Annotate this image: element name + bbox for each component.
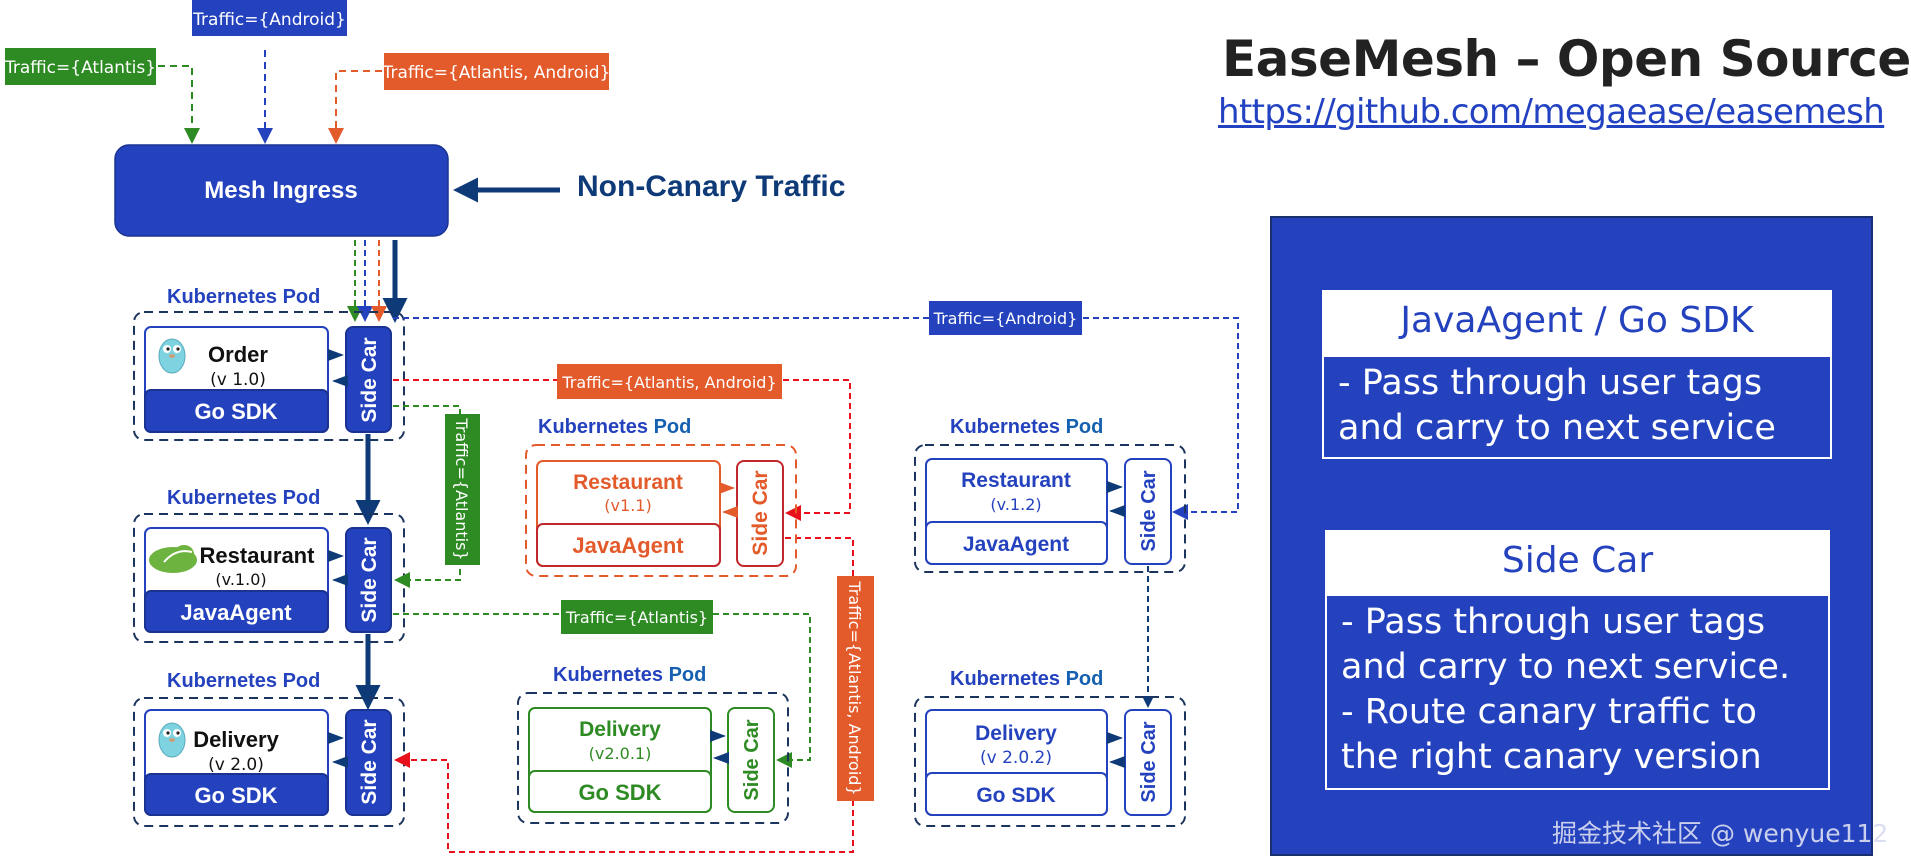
- service-name: Order: [208, 342, 268, 367]
- non-canary-label: Non-Canary Traffic: [577, 170, 845, 203]
- traffic-tag-mid-atlantis-android: Traffic={Atlantis, Android}: [557, 364, 782, 399]
- flow-atlantis-android-to-ingress: [328, 70, 382, 144]
- traffic-tag-mid-android: Traffic={Android}: [929, 301, 1082, 335]
- sidecar-label: Side Car: [749, 470, 772, 555]
- service-name: Delivery: [975, 722, 1057, 745]
- service-agent: JavaAgent: [180, 600, 292, 625]
- page-title: EaseMesh – Open Source: [1222, 30, 1911, 88]
- sidecar-label: Side Car: [1138, 470, 1160, 551]
- sidecar-label: Side Car: [741, 719, 763, 800]
- sidecar-label: Side Car: [358, 719, 381, 804]
- traffic-tag-label: Traffic={Atlantis}: [4, 58, 156, 78]
- card-line: - Pass through user tags: [1338, 363, 1763, 403]
- traffic-tag-label: Traffic={Atlantis, Android}: [561, 373, 776, 392]
- sidecar-label: Side Car: [358, 537, 381, 622]
- traffic-tag-vertical-atlantis: Traffic={Atlantis}: [445, 414, 480, 565]
- service-agent: Go SDK: [194, 783, 277, 808]
- pod-restaurant: Kubernetes Pod Restaurant (v.1.0) JavaAg…: [133, 487, 405, 643]
- service-version: (v.1.0): [215, 570, 266, 589]
- pod-delivery-v201: Kubernetes Pod Delivery (v2.0.1) Go SDK …: [517, 664, 789, 824]
- pod-label: Kubernetes Pod: [167, 670, 320, 692]
- service-name: Restaurant: [961, 469, 1071, 492]
- pod-label: Kubernetes Pod: [950, 668, 1103, 690]
- service-name: Restaurant: [200, 543, 316, 568]
- service-agent: Go SDK: [976, 784, 1055, 807]
- gopher-icon: [158, 338, 186, 374]
- service-name: Restaurant: [573, 471, 683, 494]
- service-version: (v 2.0.2): [980, 748, 1052, 768]
- card-body-javaagent-gosdk: - Pass through user tags and carry to ne…: [1322, 355, 1832, 459]
- traffic-tag-top-android: Traffic={Android}: [192, 0, 347, 36]
- card-line: - Pass through user tags: [1341, 602, 1766, 642]
- traffic-tag-mid-atlantis: Traffic={Atlantis}: [561, 600, 713, 634]
- service-name: Delivery: [579, 718, 661, 741]
- traffic-tag-label: Traffic={Android}: [933, 309, 1078, 328]
- service-name: Delivery: [193, 727, 279, 752]
- card-title-sidecar: Side Car: [1325, 530, 1830, 594]
- flow-android-to-restaurant-v12: [393, 317, 1239, 520]
- card-line: the right canary version: [1341, 737, 1762, 777]
- pod-label: Kubernetes Pod: [950, 416, 1103, 438]
- traffic-tag-top-atlantis-android: Traffic={Atlantis, Android}: [382, 53, 611, 90]
- service-version: (v.1.2): [990, 495, 1041, 514]
- service-agent: JavaAgent: [572, 533, 684, 558]
- traffic-tag-top-atlantis: Traffic={Atlantis}: [4, 48, 156, 85]
- explanation-panel: JavaAgent / Go SDK - Pass through user t…: [1270, 216, 1888, 856]
- service-agent: JavaAgent: [963, 533, 1069, 556]
- service-version: (v 1.0): [210, 370, 266, 390]
- traffic-tag-label: Traffic={Atlantis, Android}: [845, 580, 864, 795]
- pod-label: Kubernetes Pod: [167, 487, 320, 509]
- pod-delivery-v202: Kubernetes Pod Delivery (v 2.0.2) Go SDK…: [914, 668, 1186, 827]
- flow-atlantis-android-to-delivery-v20: [394, 537, 854, 853]
- repo-link[interactable]: https://github.com/megaease/easemesh: [1218, 92, 1885, 132]
- service-version: (v2.0.1): [589, 744, 652, 763]
- gopher-icon: [158, 722, 186, 758]
- card-title-javaagent-gosdk: JavaAgent / Go SDK: [1322, 290, 1832, 355]
- pod-delivery: Kubernetes Pod Delivery (v 2.0) Go SDK S…: [133, 670, 405, 827]
- traffic-tag-vertical-atlantis-android: Traffic={Atlantis, Android}: [837, 576, 874, 801]
- sidecar-label: Side Car: [358, 337, 381, 422]
- card-body-sidecar: - Pass through user tags and carry to ne…: [1325, 594, 1830, 790]
- service-version: (v1.1): [604, 496, 651, 515]
- card-line: and carry to next service.: [1341, 647, 1791, 687]
- service-version: (v 2.0): [208, 755, 264, 775]
- card-line: and carry to next service: [1338, 408, 1776, 448]
- traffic-tag-label: Traffic={Android}: [192, 10, 346, 30]
- card-line: - Route canary traffic to: [1341, 692, 1757, 732]
- spring-leaf-icon: [149, 545, 197, 573]
- pod-label: Kubernetes Pod: [167, 286, 320, 308]
- pod-restaurant-v12: Kubernetes Pod Restaurant (v.1.2) JavaAg…: [914, 416, 1186, 573]
- service-agent: Go SDK: [578, 780, 661, 805]
- flow-atlantis-android-to-restaurant-v11: [393, 379, 851, 521]
- sidecar-label: Side Car: [1138, 721, 1160, 802]
- pod-order: Kubernetes Pod Order (v 1.0) Go SDK Side…: [133, 286, 405, 441]
- pod-restaurant-v11: Kubernetes Pod Restaurant (v1.1) JavaAge…: [525, 416, 797, 577]
- pod-label: Kubernetes Pod: [538, 416, 691, 438]
- traffic-tag-label: Traffic={Atlantis}: [452, 417, 471, 560]
- traffic-tag-label: Traffic={Atlantis}: [565, 608, 708, 627]
- pod-label: Kubernetes Pod: [553, 664, 706, 686]
- flow-atlantis-to-delivery-v201: [393, 613, 811, 768]
- mesh-ingress-label: Mesh Ingress: [204, 177, 357, 204]
- service-agent: Go SDK: [194, 399, 277, 424]
- flow-atlantis-to-ingress: [158, 65, 200, 144]
- traffic-tag-label: Traffic={Atlantis, Android}: [382, 63, 611, 83]
- mesh-ingress: Mesh Ingress: [114, 144, 449, 237]
- watermark: 掘金技术社区 @ wenyue112: [1552, 819, 1889, 848]
